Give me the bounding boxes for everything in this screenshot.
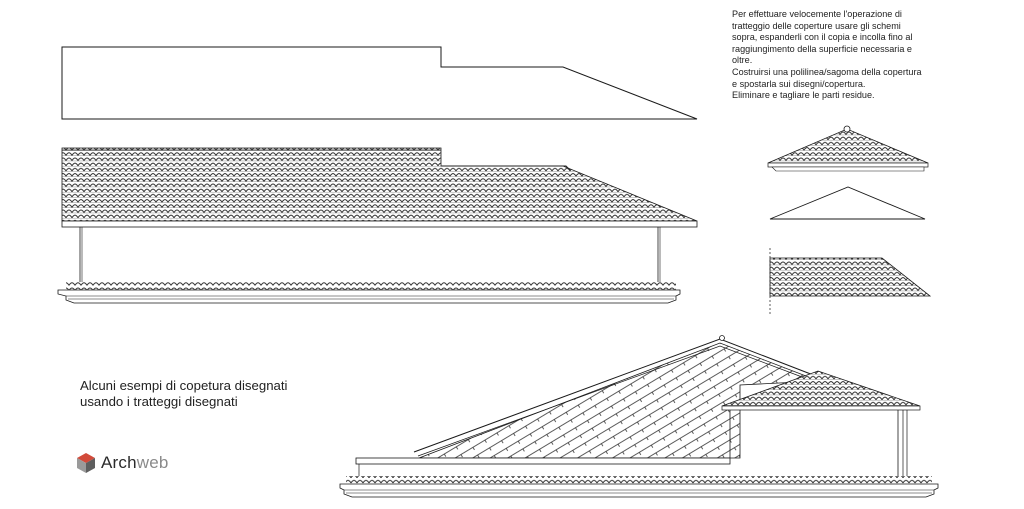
instructions-text: Per effettuare velocemente l'operazione …: [732, 9, 942, 102]
instructions-line: e spostarla sui disegni/copertura.: [732, 78, 866, 89]
roof-outline-plain: [61, 46, 698, 120]
archweb-logo: Archweb: [76, 451, 169, 475]
instructions-line: Costruirsi una polilinea/sagoma della co…: [732, 66, 922, 77]
instructions-line: Per effettuare velocemente l'operazione …: [732, 9, 902, 19]
examples-caption: Alcuni esempi di copetura disegnati usan…: [80, 378, 287, 410]
gable-outline: [769, 186, 926, 220]
instructions-line: oltre.: [732, 55, 753, 66]
caption-line-1: Alcuni esempi di copetura disegnati: [80, 378, 288, 393]
logo-wordmark-arch: Arch: [101, 453, 137, 472]
instructions-line: tratteggio delle coperture usare gli sch…: [732, 20, 901, 31]
gable-hatched: [767, 125, 929, 172]
instructions-line: Eliminare e tagliare le parti residue.: [732, 90, 875, 101]
cube-logo-icon: [77, 453, 95, 473]
logo-wordmark-web: web: [136, 453, 169, 472]
instructions-line: raggiungimento della superficie necessar…: [732, 43, 912, 54]
instructions-line: sopra, espanderli con il copia e incolla…: [732, 32, 913, 43]
roof-elevation-cross-gable: [339, 335, 939, 498]
roof-elevation-hatched: [57, 147, 698, 304]
caption-line-2: usando i tratteggi disegnati: [80, 394, 238, 409]
hip-roof-sample: [769, 248, 932, 316]
logo-wordmark: Archweb: [101, 453, 169, 473]
